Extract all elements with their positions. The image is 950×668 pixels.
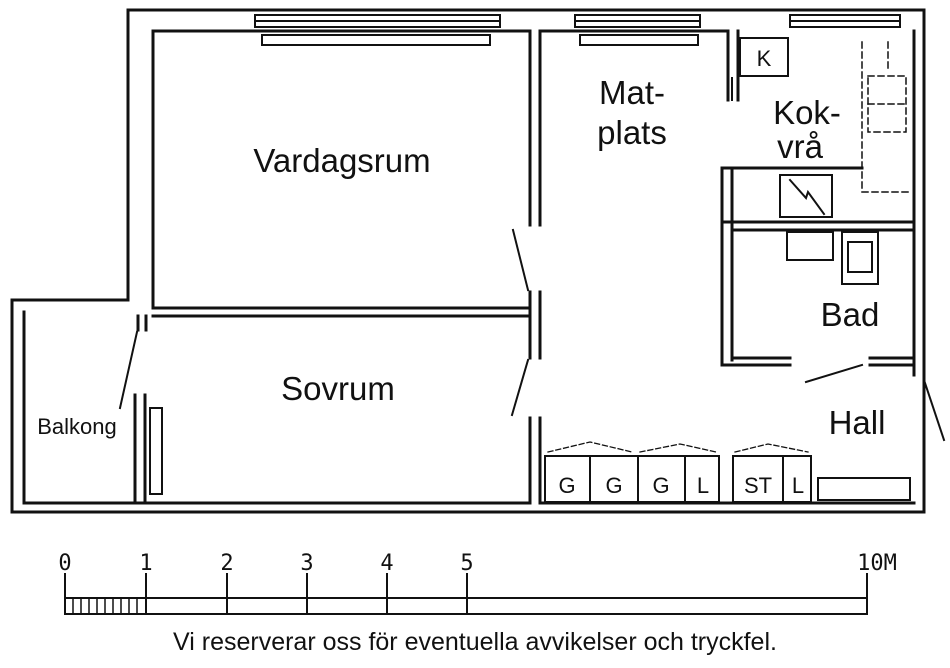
label-fridge: K (757, 46, 772, 71)
label-matplats-2: plats (597, 114, 667, 151)
washbasin (841, 231, 879, 285)
closet-label: G (558, 473, 575, 498)
scale-end-label: 10M (857, 551, 897, 576)
door-swings (118, 228, 946, 442)
closet-labels: G G G L ST L (558, 473, 804, 498)
scale-labels: 0 1 2 3 4 5 10M (58, 551, 897, 576)
scale-tick-label: 3 (300, 551, 313, 576)
closet-label: G (605, 473, 622, 498)
label-vardagsrum: Vardagsrum (253, 142, 430, 179)
closet-label: L (697, 473, 709, 498)
closet-frames (544, 441, 812, 503)
disclaimer-text: Vi reserverar oss för eventuella avvikel… (173, 628, 777, 656)
closet-label: G (652, 473, 669, 498)
scale-bar (64, 573, 868, 615)
scale-tick-label: 4 (380, 551, 393, 576)
scale-tick-label: 5 (460, 551, 473, 576)
windows (254, 14, 901, 46)
bathtub (786, 231, 834, 261)
closet-label: ST (744, 473, 772, 498)
label-balkong: Balkong (37, 414, 117, 439)
kitchen-cabinet (779, 174, 833, 218)
label-sovrum: Sovrum (281, 370, 395, 407)
label-kokvra-2: vrå (777, 128, 823, 165)
scale-tick-label: 2 (220, 551, 233, 576)
kitchen-counter (861, 41, 911, 193)
scale-tick-label: 1 (139, 551, 152, 576)
label-kokvra-1: Kok- (773, 94, 841, 131)
hall-bench (817, 477, 911, 501)
interior-walls (133, 29, 916, 505)
room-labels: Vardagsrum Sovrum Balkong Mat- plats Kok… (37, 46, 885, 441)
closet-label: L (792, 473, 804, 498)
outer-walls (10, 8, 926, 514)
label-bad: Bad (821, 296, 880, 333)
label-hall: Hall (829, 404, 886, 441)
label-matplats-1: Mat- (599, 74, 665, 111)
fridge (731, 37, 789, 101)
bedroom-radiator (149, 407, 163, 495)
scale-tick-label: 0 (58, 551, 71, 576)
